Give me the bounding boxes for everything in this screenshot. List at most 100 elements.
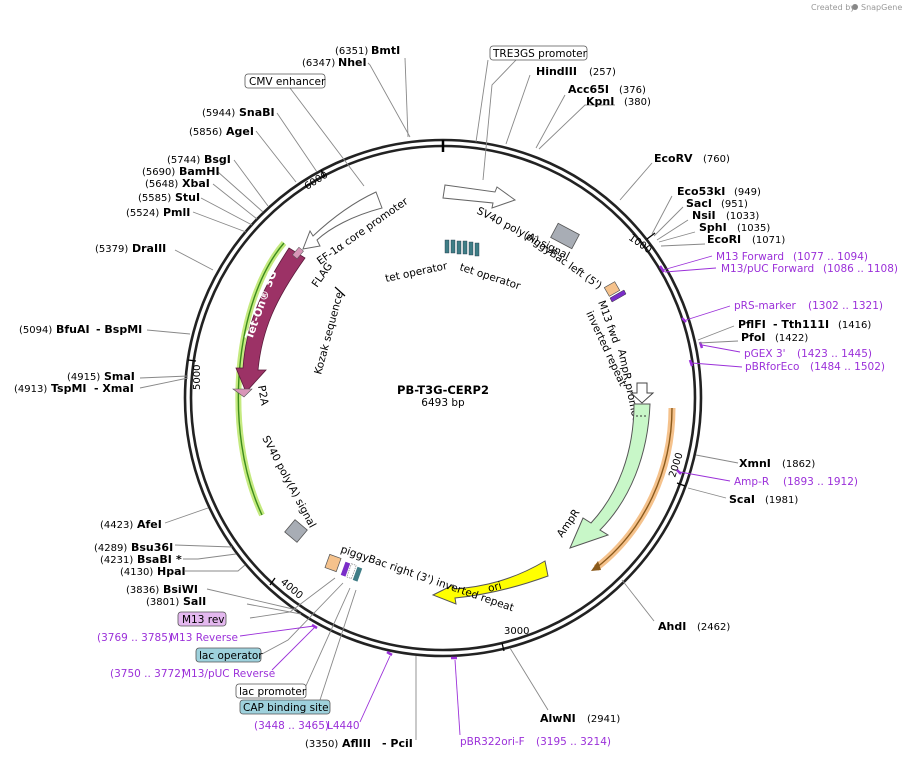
primer-range: (3769 .. 3785) xyxy=(97,632,172,644)
primer-name: pGEX 3' xyxy=(744,348,786,360)
primer-range: (1077 .. 1094) xyxy=(793,251,868,263)
primer-range: (1893 .. 1912) xyxy=(783,476,858,488)
tre3gs-label: TRE3GS promoter xyxy=(492,48,588,60)
site-name: SacI xyxy=(686,197,712,210)
primer-name: pBRforEco xyxy=(745,361,799,373)
tet-operator-box xyxy=(450,239,456,254)
ampr-promoter-arrow xyxy=(629,382,655,404)
site-leader xyxy=(246,603,302,615)
site-pos: (949) xyxy=(734,187,761,198)
site-name: PmlI xyxy=(163,206,190,219)
primer-name: pRS-marker xyxy=(734,300,797,312)
sv40-polya-left-box xyxy=(284,519,308,543)
site-pos: (2462) xyxy=(697,622,730,633)
site-leader xyxy=(535,94,566,149)
primer-name: Amp-R xyxy=(734,476,769,488)
snapgene-logo-icon xyxy=(852,4,858,10)
site-leader xyxy=(698,340,739,344)
tick-label-1000: 1000 xyxy=(626,232,653,256)
site-name: BamHI xyxy=(179,165,220,178)
site-name: PfoI xyxy=(741,331,766,344)
sv40-polya-top-box xyxy=(550,222,580,250)
site-pos: (4231) xyxy=(100,555,133,566)
site-name: SnaBI xyxy=(239,106,275,119)
site-pos: (5524) xyxy=(126,208,159,219)
tet-operator-box xyxy=(456,240,462,255)
site-pos: (5744) xyxy=(167,155,200,166)
feature-leader xyxy=(249,577,336,619)
site-leader xyxy=(505,74,531,145)
sv40-left-label: SV40 poly(A) signal xyxy=(259,434,318,530)
label-box xyxy=(177,611,227,627)
ampr-outer-arrowhead xyxy=(591,561,601,571)
primer-name: M13 Forward xyxy=(716,251,784,263)
site-leader xyxy=(200,197,253,226)
p2a-arrow xyxy=(232,388,253,398)
site-name: Eco53kI xyxy=(677,185,725,198)
label-box xyxy=(195,647,262,663)
site-name: KpnI xyxy=(586,95,614,108)
primer-leader xyxy=(662,255,713,271)
brand-name: SnapGene xyxy=(861,3,902,12)
ampr-outer-line xyxy=(595,407,673,569)
site-leader xyxy=(619,162,653,201)
lac-promoter-small-box xyxy=(346,563,357,579)
site-alt: * xyxy=(176,553,182,566)
site-leader xyxy=(233,159,269,207)
site-leader xyxy=(174,249,214,271)
site-name: StuI xyxy=(175,191,200,204)
site-name: HindIII xyxy=(536,65,577,78)
site-pos: (1033) xyxy=(726,211,759,222)
plasmid-size: 6493 bp xyxy=(421,397,465,409)
site-name: TspMI xyxy=(51,382,87,395)
primer-leader xyxy=(239,625,315,637)
label-box xyxy=(235,683,307,699)
site-leader xyxy=(217,171,264,213)
primer-leader xyxy=(679,471,731,482)
primer-leader xyxy=(685,305,731,321)
primer-leader xyxy=(454,659,461,736)
site-pos: (5856) xyxy=(189,127,222,138)
site-pos: (1422) xyxy=(775,333,808,344)
site-pos: (3350) xyxy=(305,739,338,750)
site-name: AhdI xyxy=(658,620,686,633)
site-leader xyxy=(475,59,489,143)
primer-name: M13 Reverse xyxy=(170,632,238,644)
site-leader xyxy=(367,62,411,138)
tet-operator-box xyxy=(474,242,480,257)
site-name: SalI xyxy=(183,595,206,608)
site-pos: (4913) xyxy=(14,384,47,395)
site-labels: (6351) BmtI (6347) NheI (5944) SnaBI (58… xyxy=(14,44,871,750)
site-pos: (5690) xyxy=(142,167,175,178)
lac-operator-label: lac operator xyxy=(199,650,263,662)
primer-mark xyxy=(386,650,393,657)
site-pos: (4423) xyxy=(100,520,133,531)
site-leader xyxy=(212,183,258,220)
primer-mark xyxy=(311,623,318,630)
site-name: XbaI xyxy=(182,177,210,190)
primer-mark xyxy=(658,265,666,273)
site-name: BsaBI xyxy=(137,553,172,566)
site-alt: - PciI xyxy=(382,737,413,750)
site-leader xyxy=(185,564,246,572)
primer-leader xyxy=(701,344,741,353)
site-name: BsiWI xyxy=(163,583,198,596)
p2a-label: P2A xyxy=(255,384,270,407)
site-leader xyxy=(206,588,298,611)
site-name: EcoRI xyxy=(707,233,741,246)
credit-text: Created by xyxy=(811,3,855,12)
ef1a-promoter-arrow xyxy=(302,191,383,250)
site-leader xyxy=(621,579,655,622)
label-box xyxy=(489,45,588,61)
teton-3g-arrow xyxy=(235,247,306,393)
site-pos: (951) xyxy=(721,199,748,210)
site-pos: (6347) xyxy=(302,58,335,69)
site-name: ScaI xyxy=(729,493,755,506)
lac-promoter-label: lac promoter xyxy=(239,686,307,698)
primer-name: M13/pUC Forward xyxy=(721,263,814,275)
site-pos: (5648) xyxy=(145,179,178,190)
primer-leader xyxy=(691,362,743,368)
feature-leader xyxy=(319,589,357,701)
primer-range: (1302 .. 1321) xyxy=(808,300,883,312)
site-leader xyxy=(695,454,739,464)
